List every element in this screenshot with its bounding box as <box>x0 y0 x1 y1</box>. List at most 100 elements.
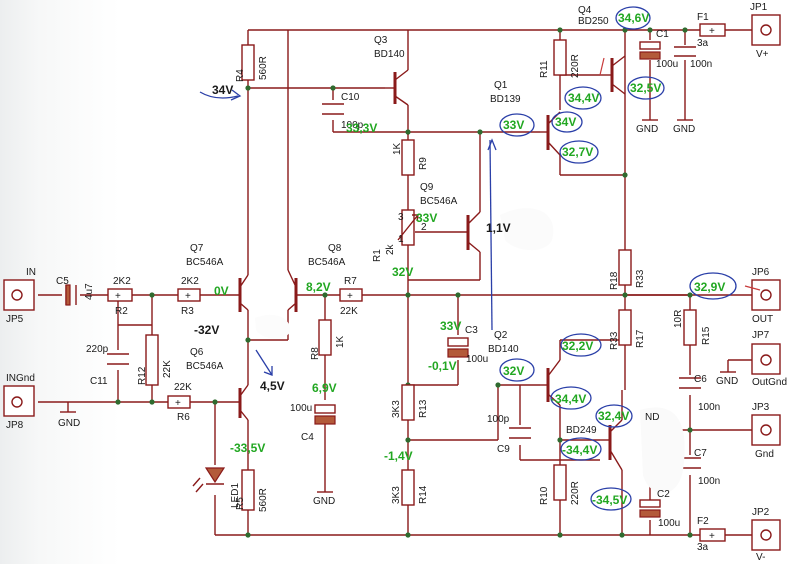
voltage-1-1v: 1,1V <box>486 221 511 235</box>
voltage-33v-c3: 33V <box>440 319 461 333</box>
q4-ref: Q4 <box>578 5 592 16</box>
gnd-label-input: GND <box>58 418 80 429</box>
r18-ref: R18 <box>609 271 620 290</box>
transistor-q3 <box>385 69 409 106</box>
r4-ref: R4 <box>235 69 246 82</box>
resistor-r6 <box>167 395 191 409</box>
resistor-r18 <box>618 249 632 286</box>
c7-value: 100n <box>698 476 720 487</box>
f2-ref: F2 <box>697 516 709 527</box>
voltage-33-3v: 33,3V <box>346 121 377 135</box>
connector-jp8 <box>3 385 35 417</box>
r11-value: 220R <box>570 54 581 78</box>
c1-ref: C1 <box>656 29 669 40</box>
fuse-f1 <box>699 23 726 37</box>
c5-ref: C5 <box>56 276 69 287</box>
led1 <box>192 467 226 493</box>
c7-ref: C7 <box>694 448 707 459</box>
r17-ref: R17 <box>635 329 646 348</box>
voltage-32-9v: 32,9V <box>694 280 725 294</box>
q6-part: BC546A <box>186 361 224 372</box>
resistor-r10 <box>553 464 567 501</box>
q8-part: BC546A <box>308 257 346 268</box>
r8-value: 1K <box>335 335 346 348</box>
jp2-label: V- <box>756 552 765 563</box>
f1-value: 3a <box>697 38 709 49</box>
voltage-minus-32v: -32V <box>194 323 219 337</box>
gnd-label-partial: ND <box>645 412 659 423</box>
q2-ref: Q2 <box>494 330 508 341</box>
connector-jp6 <box>751 279 781 311</box>
transistor-q5 <box>600 419 623 471</box>
resistor-r5 <box>241 469 255 511</box>
resistors: + + + + + + <box>107 23 726 542</box>
f1-ref: F1 <box>697 12 709 23</box>
jp6-ref: JP6 <box>752 267 770 278</box>
voltage-33v-q1: 33V <box>503 118 524 132</box>
r6-value: 22K <box>174 382 192 393</box>
voltage-minus-0-1v: -0,1V <box>428 359 457 373</box>
hand-annotations <box>199 6 761 511</box>
resistor-r15 <box>683 309 697 346</box>
transistor-q8 <box>287 269 298 312</box>
jp7-ref: JP7 <box>752 330 770 341</box>
r8-ref: R8 <box>310 347 321 360</box>
r18-value: R33 <box>635 269 646 288</box>
voltage-minus-33-5v: -33,5V <box>230 441 265 455</box>
capacitor-c4 <box>314 404 336 414</box>
q2-part: BD140 <box>488 344 519 355</box>
transistor-q9 <box>466 211 481 253</box>
voltage-32-2v: 32,2V <box>562 339 593 353</box>
resistor-r3 <box>177 288 201 302</box>
resistor-r8 <box>318 319 332 356</box>
c4-ref: C4 <box>301 432 314 443</box>
connectors <box>3 14 781 551</box>
q8-ref: Q8 <box>328 243 342 254</box>
q1-ref: Q1 <box>494 80 508 91</box>
r2-ref: R2 <box>115 306 128 317</box>
c3-ref: C3 <box>465 325 478 336</box>
c6-value: 100n <box>698 402 720 413</box>
q6-ref: Q6 <box>190 347 204 358</box>
jp3-ref: JP3 <box>752 402 770 413</box>
pot-pin-2: 2 <box>421 222 427 233</box>
transistor-q7 <box>238 274 249 312</box>
r15-ref: R15 <box>701 326 712 345</box>
r10-ref: R10 <box>539 486 550 505</box>
svg-text:+: + <box>115 291 121 302</box>
c11-value: 220p <box>86 344 109 355</box>
r5-ref: R5 <box>235 497 246 510</box>
c2-value: 100u <box>658 518 680 529</box>
c5-value: 4u7 <box>84 283 95 300</box>
r6-ref: R6 <box>177 412 190 423</box>
voltage-33v-pot: 33V <box>416 211 437 225</box>
c6-ref: C6 <box>694 374 707 385</box>
svg-text:+: + <box>175 398 181 409</box>
voltage-32v-node: 32V <box>392 265 413 279</box>
resistor-r2 <box>107 288 133 302</box>
connector-jp5 <box>3 279 35 311</box>
voltage-minus-1-4v: -1,4V <box>384 449 413 463</box>
capacitors <box>65 41 701 518</box>
gnd-label-c4: GND <box>313 496 335 507</box>
q9-ref: Q9 <box>420 182 434 193</box>
r10-value: 220R <box>570 481 581 505</box>
transistor-q4 <box>600 55 626 95</box>
jp3-label: Gnd <box>755 449 774 460</box>
c10-value: 100p <box>341 120 364 131</box>
voltage-34v: 34V <box>212 83 233 97</box>
jp2-ref: JP2 <box>752 507 770 518</box>
voltage-32-5v: 32,5V <box>630 81 661 95</box>
voltage-32v-q2: 32V <box>503 364 524 378</box>
q3-part: BD140 <box>374 49 405 60</box>
voltage-minus-34-4v-q5: -34,4V <box>562 443 597 457</box>
q7-ref: Q7 <box>190 243 204 254</box>
gnd-label-c1: GND <box>636 124 658 135</box>
f2-value: 3a <box>697 542 709 553</box>
r17-value: R33 <box>609 331 620 350</box>
q5-part: BD249 <box>566 425 597 436</box>
c10-ref: C10 <box>341 92 360 103</box>
